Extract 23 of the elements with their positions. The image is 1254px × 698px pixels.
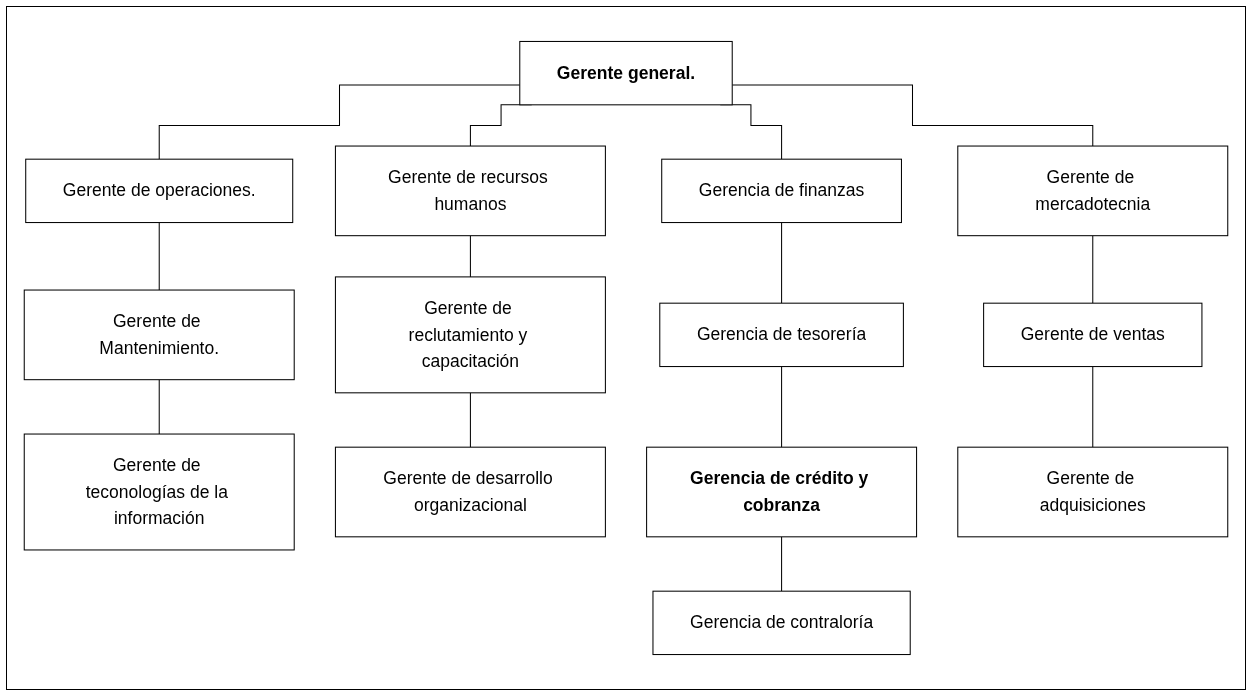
node-box: Gerente de operaciones. (25, 158, 294, 224)
node-box: Gerencia de tesorería (659, 302, 904, 368)
node-box: Gerencia de finanzas (661, 158, 902, 224)
node-box: Gerente de teconologías de la información (23, 433, 295, 551)
node-box: Gerencia de contraloría (652, 590, 911, 656)
connector (1092, 366, 1094, 448)
node-box: Gerente de reclutamiento y capacitación (334, 276, 606, 394)
connector (781, 536, 783, 592)
connector (781, 366, 783, 448)
node-box: Gerencia de crédito y cobranza (646, 446, 918, 538)
node-box: Gerente de recursos humanos (334, 145, 606, 237)
node-box: Gerente de Mantenimiento. (23, 289, 295, 381)
node-box: Gerente de mercadotecnia (957, 145, 1229, 237)
node-box: Gerente general. (519, 40, 733, 106)
connector (158, 379, 160, 435)
node-box: Gerente de ventas (983, 302, 1203, 368)
connector (469, 235, 471, 278)
connector (158, 222, 160, 291)
connector (469, 392, 471, 448)
node-box: Gerente de adquisiciones (957, 446, 1229, 538)
node-box: Gerente de desarrollo organizacional (334, 446, 606, 538)
connector (781, 222, 783, 304)
connector (1092, 235, 1094, 304)
